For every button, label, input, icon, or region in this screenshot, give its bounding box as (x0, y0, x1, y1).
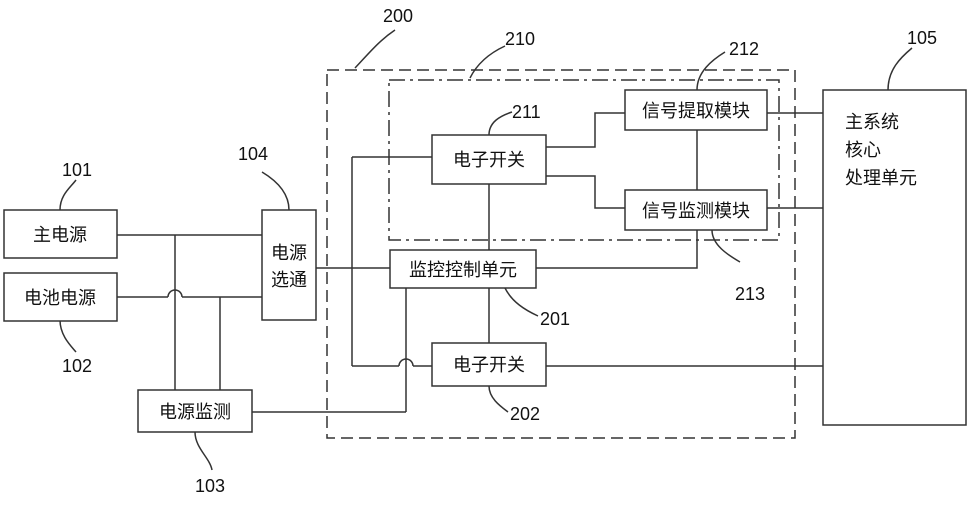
main-power-block: 主电源 (4, 210, 117, 258)
core-label-line2: 核心 (845, 140, 881, 161)
ref-213: 213 (735, 284, 765, 304)
power-monitor-block: 电源监测 (138, 390, 252, 432)
ref-201: 201 (540, 309, 570, 329)
signal-monitor-label: 信号监测模块 (642, 201, 750, 222)
ref-101: 101 (62, 160, 92, 180)
signal-extract-block: 信号提取模块 (625, 90, 767, 130)
ref-104: 104 (238, 144, 268, 164)
ref-212: 212 (729, 39, 759, 59)
main-power-label: 主电源 (33, 225, 87, 246)
signal-monitor-block: 信号监测模块 (625, 190, 767, 230)
ref-202: 202 (510, 404, 540, 424)
power-select-label-line1: 电源 (271, 243, 307, 264)
electronic-switch-bottom-block: 电子开关 (432, 343, 546, 386)
ref-211: 211 (512, 102, 541, 122)
electronic-switch-top-block: 电子开关 (432, 135, 546, 184)
battery-power-label: 电池电源 (24, 288, 96, 309)
ref-105: 105 (907, 28, 937, 48)
ref-102: 102 (62, 356, 92, 376)
ref-103: 103 (195, 476, 225, 496)
monitor-control-label: 监控控制单元 (409, 260, 517, 281)
electronic-switch-bottom-label: 电子开关 (453, 355, 525, 376)
monitor-control-block: 监控控制单元 (390, 250, 536, 288)
core-label-line1: 主系统 (845, 112, 899, 133)
power-select-label-line2: 选通 (271, 270, 307, 291)
power-select-block: 电源 选通 (262, 210, 316, 320)
electronic-switch-top-label: 电子开关 (453, 150, 525, 171)
ref-200: 200 (383, 6, 413, 26)
signal-extract-label: 信号提取模块 (642, 101, 750, 122)
battery-power-block: 电池电源 (4, 273, 117, 321)
core-label-line3: 处理单元 (845, 168, 917, 189)
core-processing-block: 主系统 核心 处理单元 (823, 90, 966, 425)
power-monitor-label: 电源监测 (159, 402, 231, 423)
ref-210: 210 (505, 29, 535, 49)
